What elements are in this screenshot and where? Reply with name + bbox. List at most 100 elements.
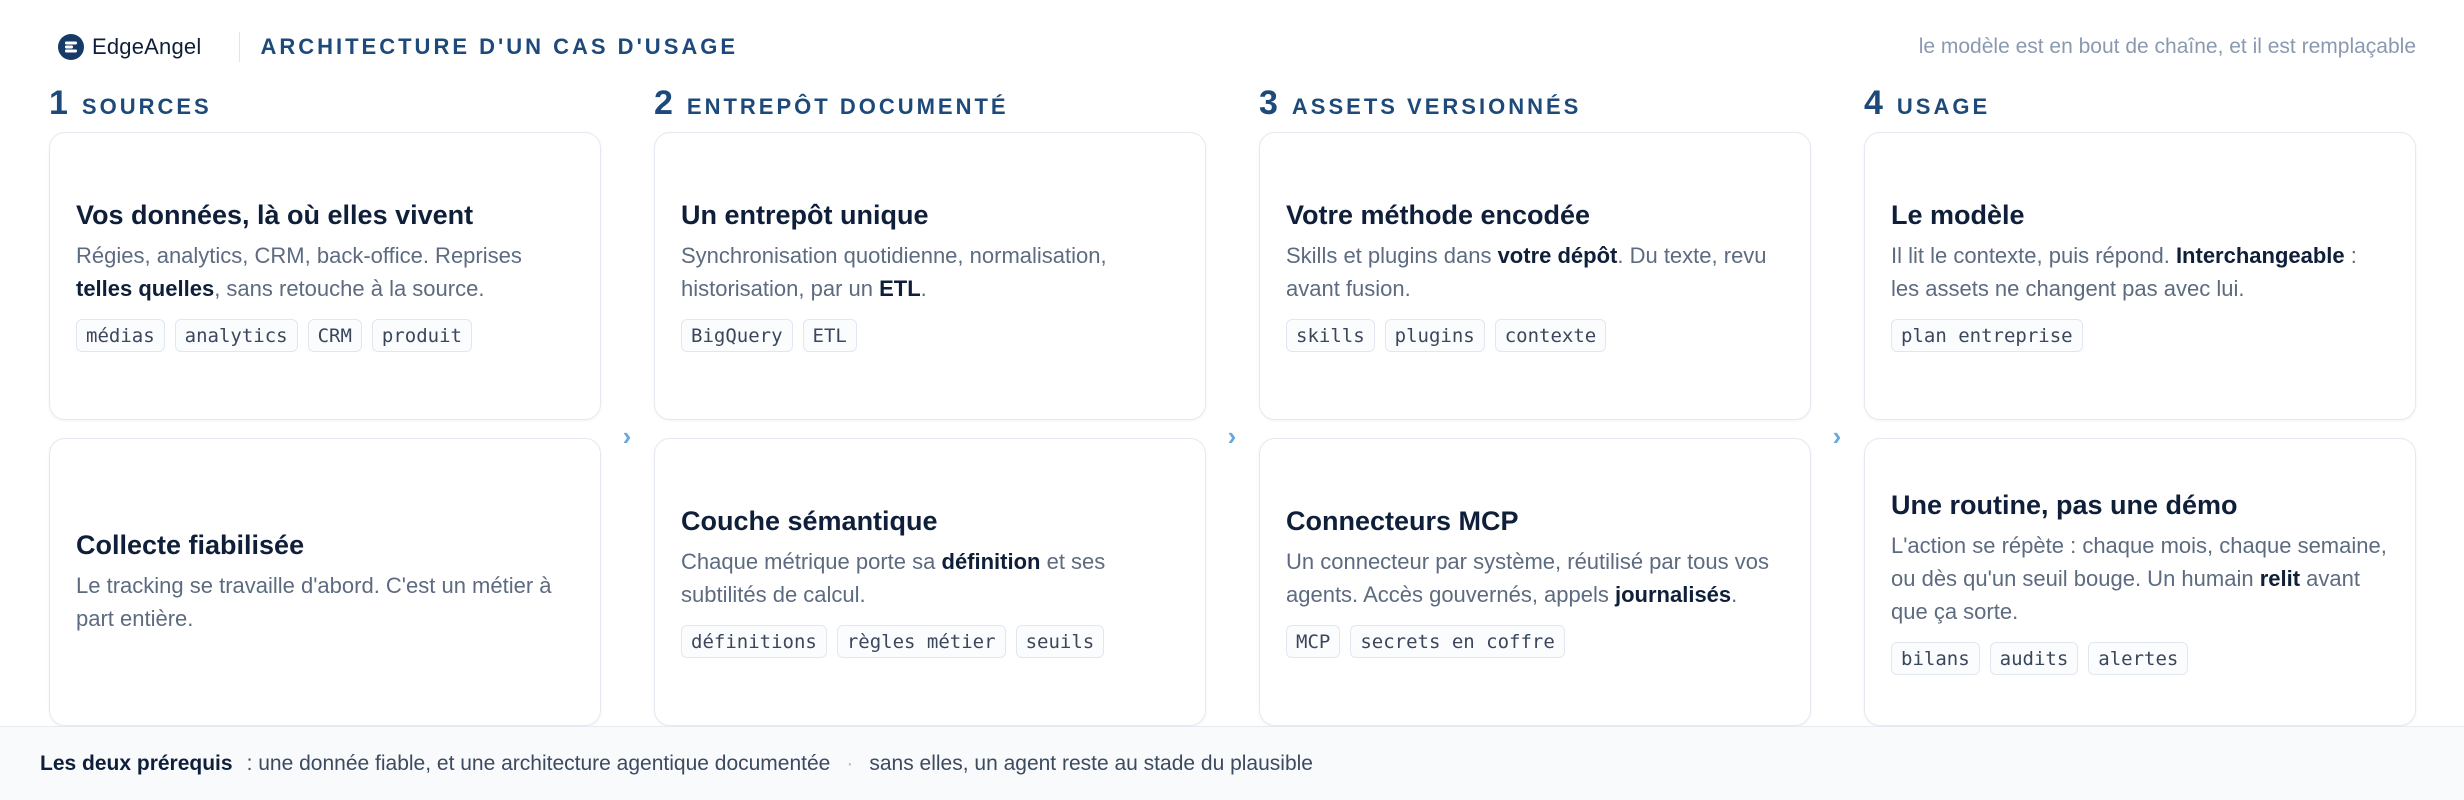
column-heading: 1 SOURCES — [49, 84, 601, 124]
card-description: Chaque métrique porte sa définition et s… — [681, 545, 1179, 611]
tag-list: définitions règles métier seuils — [681, 625, 1179, 658]
tag-chip: skills — [1286, 319, 1375, 352]
chevron-right-icon: › — [622, 421, 632, 451]
card-description-text: : les assets ne changent pas avec lui. — [1891, 243, 2357, 301]
tag-list: médias analytics CRM produit — [76, 319, 574, 352]
page-header: EdgeAngel ARCHITECTURE D'UN CAS D'USAGE … — [58, 28, 2416, 66]
tag-chip: plugins — [1384, 319, 1485, 352]
card-description-text: . — [920, 276, 927, 301]
tag-list: BigQuery ETL — [681, 319, 1179, 352]
card-description-emphasis: relit — [2259, 565, 2301, 591]
tag-chip: règles métier — [836, 625, 1006, 658]
card-description-text: L'action se répète : chaque mois, chaque… — [1891, 532, 2387, 591]
tag-chip: analytics — [174, 319, 298, 352]
edgeangel-logo-icon — [58, 34, 84, 60]
footer-bar: Les deux prérequis : une donnée fiable, … — [0, 726, 2464, 800]
column-number: 4 — [1864, 84, 1883, 122]
column-number: 2 — [654, 84, 673, 122]
card-description: Régies, analytics, CRM, back-office. Rep… — [76, 239, 574, 305]
card-title: Un entrepôt unique — [681, 200, 929, 230]
brand-logo[interactable]: EdgeAngel — [58, 34, 201, 60]
card-description: Il lit le contexte, puis répond. Interch… — [1891, 239, 2389, 305]
footer-separator: · — [846, 751, 854, 775]
card-description: L'action se répète : chaque mois, chaque… — [1891, 529, 2389, 628]
card-title: Une routine, pas une démo — [1891, 489, 2238, 520]
card[interactable]: Collecte fiabilisée Le tracking se travai… — [49, 438, 601, 726]
card-title: Le modèle — [1891, 200, 2025, 230]
card-description-emphasis: Interchangeable — [2175, 243, 2345, 268]
column-heading: 2 ENTREPÔT DOCUMENTÉ — [654, 84, 1206, 124]
tag-chip: ETL — [802, 319, 857, 352]
tag-chip: BigQuery — [681, 319, 793, 352]
header-note: le modèle est en bout de chaîne, et il e… — [1918, 35, 2416, 58]
column-heading: 3 ASSETS VERSIONNÉS — [1259, 84, 1811, 124]
column-name: SOURCES — [81, 94, 212, 119]
column-number: 3 — [1259, 84, 1278, 122]
tag-chip: seuils — [1015, 625, 1105, 658]
card-description: Le tracking se travaille d'abord. C'est … — [76, 569, 574, 635]
tag-chip: contexte — [1494, 319, 1607, 352]
card-description-text: Skills et plugins dans — [1286, 243, 1498, 268]
tag-chip: définitions — [681, 625, 827, 658]
tag-list: bilans audits alertes — [1891, 641, 2389, 675]
brand-name: EdgeAngel — [92, 34, 202, 59]
tag-chip: MCP — [1286, 625, 1341, 658]
card-description-emphasis: ETL — [879, 276, 921, 301]
card-title: Connecteurs MCP — [1286, 506, 1519, 536]
card-title: Vos données, là où elles vivent — [76, 200, 474, 230]
card-description-text: . Du texte, revu avant fusion. — [1286, 243, 1767, 301]
tag-chip: plan entreprise — [1891, 319, 2083, 352]
footer-title: Les deux prérequis — [40, 751, 233, 775]
column-name: ENTREPÔT DOCUMENTÉ — [686, 94, 1009, 119]
header-divider — [239, 32, 241, 62]
page-title: ARCHITECTURE D'UN CAS D'USAGE — [260, 34, 739, 59]
card-title: Collecte fiabilisée — [76, 529, 305, 560]
card-description-text: Régies, analytics, CRM, back-office. Rep… — [76, 243, 522, 268]
card-description: Skills et plugins dans votre dépôt. Du t… — [1286, 239, 1784, 305]
footer-tail: sans elles, un agent reste au stade du p… — [869, 751, 1313, 775]
column-name: ASSETS VERSIONNÉS — [1291, 94, 1582, 119]
card-description-text: , sans retouche à la source. — [214, 276, 485, 301]
footer-text: : une donnée fiable, et une architecture… — [246, 751, 831, 775]
card-description-text: Un connecteur par système, réutilisé par… — [1286, 549, 1770, 607]
card-description-text: Le tracking se travaille d'abord. C'est … — [76, 572, 552, 631]
card-description-emphasis: journalisés — [1615, 582, 1732, 607]
tag-chip: produit — [371, 319, 472, 352]
card-description-emphasis: définition — [941, 549, 1041, 574]
tag-chip: médias — [76, 319, 165, 352]
column-number: 1 — [49, 84, 68, 122]
card-description-text: Synchronisation quotidienne, normalisati… — [681, 243, 1107, 301]
tag-list: skills plugins contexte — [1286, 319, 1784, 352]
card-title: Couche sémantique — [681, 506, 938, 536]
card-title: Votre méthode encodée — [1286, 200, 1591, 230]
tag-chip: CRM — [307, 319, 362, 352]
card[interactable]: Connecteurs MCP Un connecteur par système… — [1259, 438, 1811, 726]
chevron-right-icon: › — [1832, 421, 1842, 451]
card-description-text: Chaque métrique porte sa — [681, 549, 942, 574]
card-description-emphasis: votre dépôt — [1497, 243, 1618, 268]
column-name: USAGE — [1896, 94, 1991, 119]
card-description-text: avant que ça sorte. — [1891, 565, 2360, 624]
card-description-text: . — [1731, 582, 1738, 607]
tag-chip: bilans — [1891, 641, 1980, 675]
column-4: 4 USAGE Le modèle Il lit le contexte, puis … — [1864, 84, 2416, 726]
card-description: Un connecteur par système, réutilisé par… — [1286, 545, 1784, 611]
card-description-emphasis: telles quelles — [76, 276, 215, 301]
tag-list: plan entreprise — [1891, 319, 2389, 352]
card[interactable]: Le modèle Il lit le contexte, puis répond… — [1864, 132, 2416, 420]
tag-chip: alertes — [2088, 641, 2189, 675]
card-description: Synchronisation quotidienne, normalisati… — [681, 239, 1179, 305]
chevron-right-icon: › — [1227, 421, 1237, 451]
card-description-text: et ses subtilités de calcul. — [681, 549, 1106, 607]
tag-chip: audits — [1989, 641, 2079, 675]
card-description-text: Il lit le contexte, puis répond. — [1891, 243, 2176, 268]
